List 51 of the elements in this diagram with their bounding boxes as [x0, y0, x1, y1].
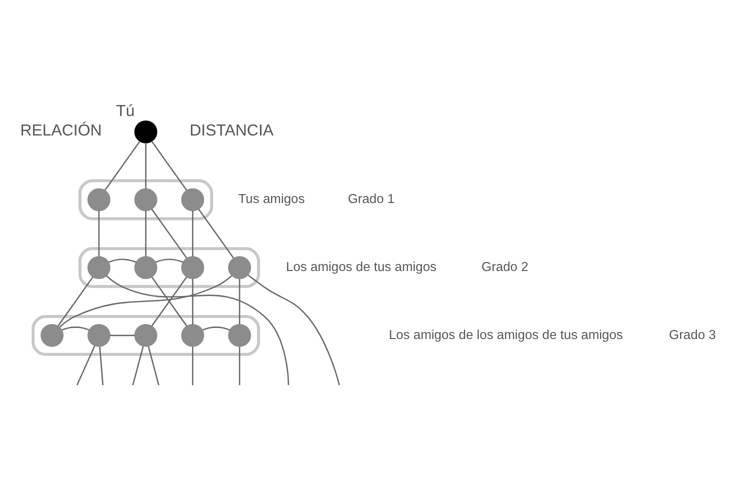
label: DISTANCIA [190, 122, 274, 140]
node-circle [87, 256, 110, 280]
connector [151, 276, 188, 326]
connector [192, 210, 194, 256]
label: Grado 2 [482, 258, 528, 274]
connector [76, 346, 96, 386]
connector [238, 278, 240, 324]
connector [151, 208, 188, 258]
node-circle [181, 256, 204, 280]
node-circle [134, 120, 158, 144]
cluster [32, 314, 260, 356]
connector [98, 210, 100, 256]
connector [248, 274, 340, 386]
node-circle [40, 324, 64, 347]
node-label: Tú [116, 102, 135, 120]
label: Grado 3 [669, 326, 716, 342]
connector [148, 346, 160, 386]
connector [110, 334, 135, 336]
connector [108, 258, 136, 263]
connector [145, 210, 146, 256]
connector [132, 346, 144, 386]
connector [62, 326, 90, 331]
node-circle [87, 324, 110, 347]
connector [192, 346, 194, 386]
node-circle [134, 188, 158, 212]
connector [59, 275, 232, 328]
node-circle [181, 188, 204, 212]
connector [99, 346, 104, 386]
connector [58, 276, 94, 326]
label: Los amigos de los amigos de tus amigos [388, 326, 623, 342]
node-circle [228, 256, 252, 280]
connector [104, 140, 140, 191]
node-circle [87, 188, 110, 212]
connector [155, 258, 184, 263]
label: Los amigos de tus amigos [286, 258, 437, 274]
cluster [78, 247, 260, 288]
node-circle [134, 324, 158, 347]
connector [198, 208, 234, 258]
connector [202, 326, 230, 331]
label: RELACIÓN [20, 122, 102, 140]
cluster [78, 179, 214, 220]
connector [106, 275, 290, 386]
node-circle [228, 324, 252, 347]
node-circle [181, 324, 204, 347]
connector [145, 142, 146, 189]
connector [192, 278, 194, 324]
label: Tus amigos [238, 191, 305, 206]
node-circle [134, 256, 158, 280]
connector [151, 140, 188, 191]
label: Grado 1 [348, 191, 395, 206]
connector [238, 346, 240, 386]
